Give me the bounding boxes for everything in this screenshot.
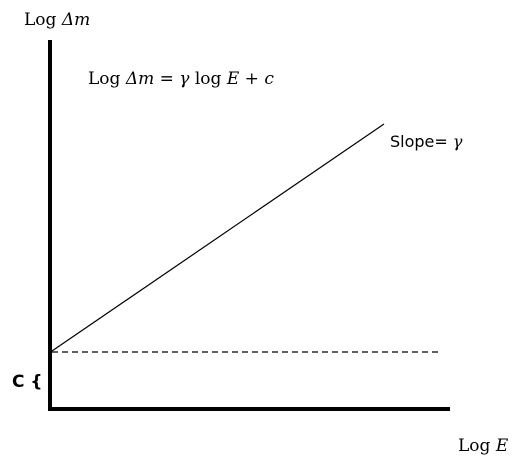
slope-label: Slope= γ <box>390 134 462 150</box>
equation-gamma: γ <box>179 69 190 89</box>
equation-equals: = <box>154 69 180 89</box>
y-axis-label: Log Δm <box>24 12 90 29</box>
slope-label-prefix: Slope= <box>390 132 453 151</box>
equation-lhs-symbol: Δm <box>125 69 155 89</box>
slope-label-gamma: γ <box>452 132 463 151</box>
equation-log: log <box>189 69 227 89</box>
y-axis-label-prefix: Log <box>24 10 62 30</box>
equation-label: Log Δm = γ log E + c <box>88 71 274 88</box>
equation-plus: + <box>239 69 265 89</box>
x-axis-label-symbol: E <box>495 436 509 456</box>
x-axis-label-prefix: Log <box>458 436 496 456</box>
x-axis-label: Log E <box>458 438 508 455</box>
equation-lhs-prefix: Log <box>88 69 126 89</box>
y-axis-label-symbol: Δm <box>61 10 91 30</box>
equation-c: c <box>264 69 274 89</box>
intercept-label: C { <box>12 372 43 392</box>
slope-line <box>51 123 385 352</box>
equation-E: E <box>226 69 240 89</box>
